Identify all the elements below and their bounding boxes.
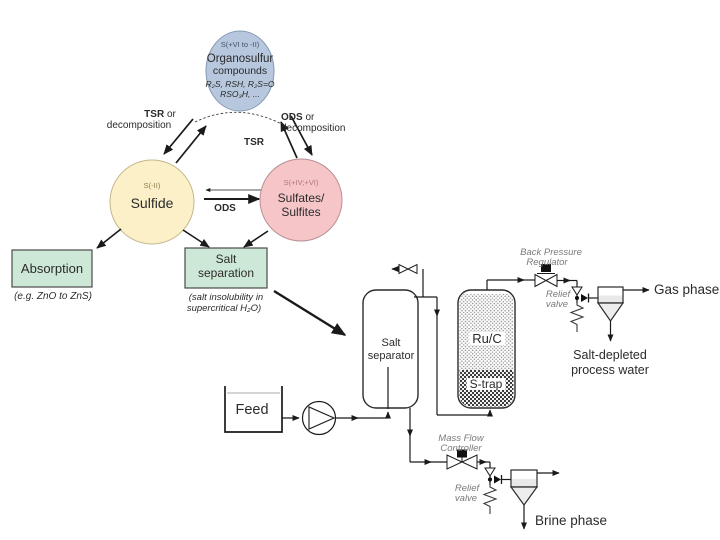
absorption-note: (e.g. ZnO to ZnS) bbox=[14, 291, 92, 302]
arrow-sulfide-to-saltsep bbox=[182, 229, 210, 248]
bpr-actuator bbox=[541, 264, 551, 272]
gas-phase-label: Gas phase bbox=[654, 282, 720, 297]
sulfates-title-2: Sulfites bbox=[281, 205, 321, 219]
salt-separator-label-2: separator bbox=[367, 350, 415, 362]
organosulfur-subtitle: compounds bbox=[212, 65, 268, 77]
gas-separator-liquid bbox=[598, 295, 623, 303]
mfc-valve-left bbox=[446, 454, 464, 470]
salt-depleted-label-2: process water bbox=[571, 363, 649, 377]
right-route-suffix: or bbox=[302, 112, 315, 123]
sulfide-oxidation-state: S(-II) bbox=[143, 181, 161, 190]
arrow-sulfide-to-absorption bbox=[96, 228, 122, 249]
salt-separation-title-1: Salt bbox=[215, 252, 237, 266]
salt-separation-title-2: separation bbox=[197, 266, 255, 280]
salt-separation-box bbox=[184, 247, 268, 289]
check-valve-top bbox=[571, 286, 583, 296]
salt-depleted-label-1: Salt-depleted bbox=[573, 348, 647, 362]
arrow-sulfates-to-org bbox=[280, 121, 298, 159]
relief-spring-top bbox=[569, 303, 585, 332]
sulfide-circle bbox=[109, 159, 195, 245]
mfc-label-2: Controller bbox=[440, 443, 482, 454]
inline-check-bottom bbox=[494, 475, 501, 484]
feed-label: Feed bbox=[235, 402, 269, 418]
organosulfur-formula-2: RSO₃H, ... bbox=[220, 89, 260, 99]
arrow-sulfates-to-saltsep bbox=[243, 230, 269, 248]
relief-valve-bottom-label-2: valve bbox=[454, 493, 478, 504]
absorption-box bbox=[11, 249, 93, 288]
salt-separation-note-1: (salt insolubility in bbox=[188, 292, 264, 303]
relief-valve-top-label-2: valve bbox=[545, 299, 569, 310]
junction-dot-top bbox=[574, 295, 580, 301]
salt-separation-note-2: supercritical H₂O) bbox=[186, 303, 262, 314]
ods-label: ODS bbox=[214, 203, 236, 214]
brine-separator-cone bbox=[509, 486, 539, 507]
left-route-suffix: or bbox=[164, 109, 176, 120]
mfc-actuator bbox=[457, 449, 467, 458]
relief-valve-top-label-1: Relief bbox=[545, 289, 571, 300]
junction-dot-bottom bbox=[487, 477, 493, 482]
sulfide-title: Sulfide bbox=[130, 195, 174, 211]
tsr-label: TSR bbox=[244, 137, 264, 148]
bpr-label-1: Back Pressure bbox=[520, 247, 582, 258]
left-route-label-2: decomposition bbox=[106, 120, 172, 131]
check-valve-bottom bbox=[484, 467, 496, 477]
organosulfur-title: Organosulfur bbox=[206, 53, 274, 65]
sulfates-title-1: Sulfates/ bbox=[277, 191, 325, 205]
right-route-label-2: decomposition bbox=[281, 123, 346, 134]
bpr-valve-right bbox=[544, 273, 558, 288]
salt-separator-label-1: Salt bbox=[381, 337, 401, 349]
brine-phase-label: Brine phase bbox=[535, 513, 608, 528]
mfc-label-1: Mass Flow bbox=[438, 433, 484, 444]
organosulfur-oxidation-state: S(+VI to -II) bbox=[220, 40, 260, 49]
relief-spring-bottom bbox=[482, 485, 498, 514]
right-route-bold: ODS bbox=[281, 112, 303, 123]
relief-valve-bottom-label-1: Relief bbox=[454, 483, 480, 494]
arrow-org-to-sulfide bbox=[163, 118, 194, 155]
left-route-label-1: TSR or bbox=[144, 110, 176, 120]
pump-impeller bbox=[308, 406, 336, 430]
feed-tank bbox=[224, 386, 283, 433]
gas-separator-cone bbox=[596, 302, 625, 323]
dashed-equilibrium-arc bbox=[194, 111, 290, 129]
right-route-label-1: ODS or bbox=[281, 113, 314, 123]
arrow-scheme-to-process bbox=[273, 289, 347, 337]
vent-valve-left bbox=[398, 263, 410, 275]
arrow-sulfide-to-org bbox=[175, 125, 207, 164]
bpr-label-2: Regulator bbox=[526, 257, 568, 268]
vent-valve-right bbox=[406, 263, 418, 275]
brine-separator-liquid bbox=[511, 479, 537, 487]
reactor-catalyst-label: Ru/C bbox=[469, 332, 505, 345]
organosulfur-formula-1: R₂S, RSH, R₂S=O bbox=[205, 79, 275, 89]
arrow-org-to-sulfates bbox=[290, 115, 313, 156]
sulfates-oxidation-state: S(+IV;+VI) bbox=[283, 178, 319, 187]
reactor-strap-label: S-trap bbox=[466, 378, 506, 390]
left-route-bold: TSR bbox=[144, 109, 165, 120]
inline-check-top bbox=[581, 294, 588, 302]
bpr-valve-left bbox=[534, 273, 548, 288]
absorption-title: Absorption bbox=[20, 261, 84, 276]
salt-separator-vessel bbox=[362, 289, 419, 409]
organosulfur-circle bbox=[205, 30, 275, 112]
